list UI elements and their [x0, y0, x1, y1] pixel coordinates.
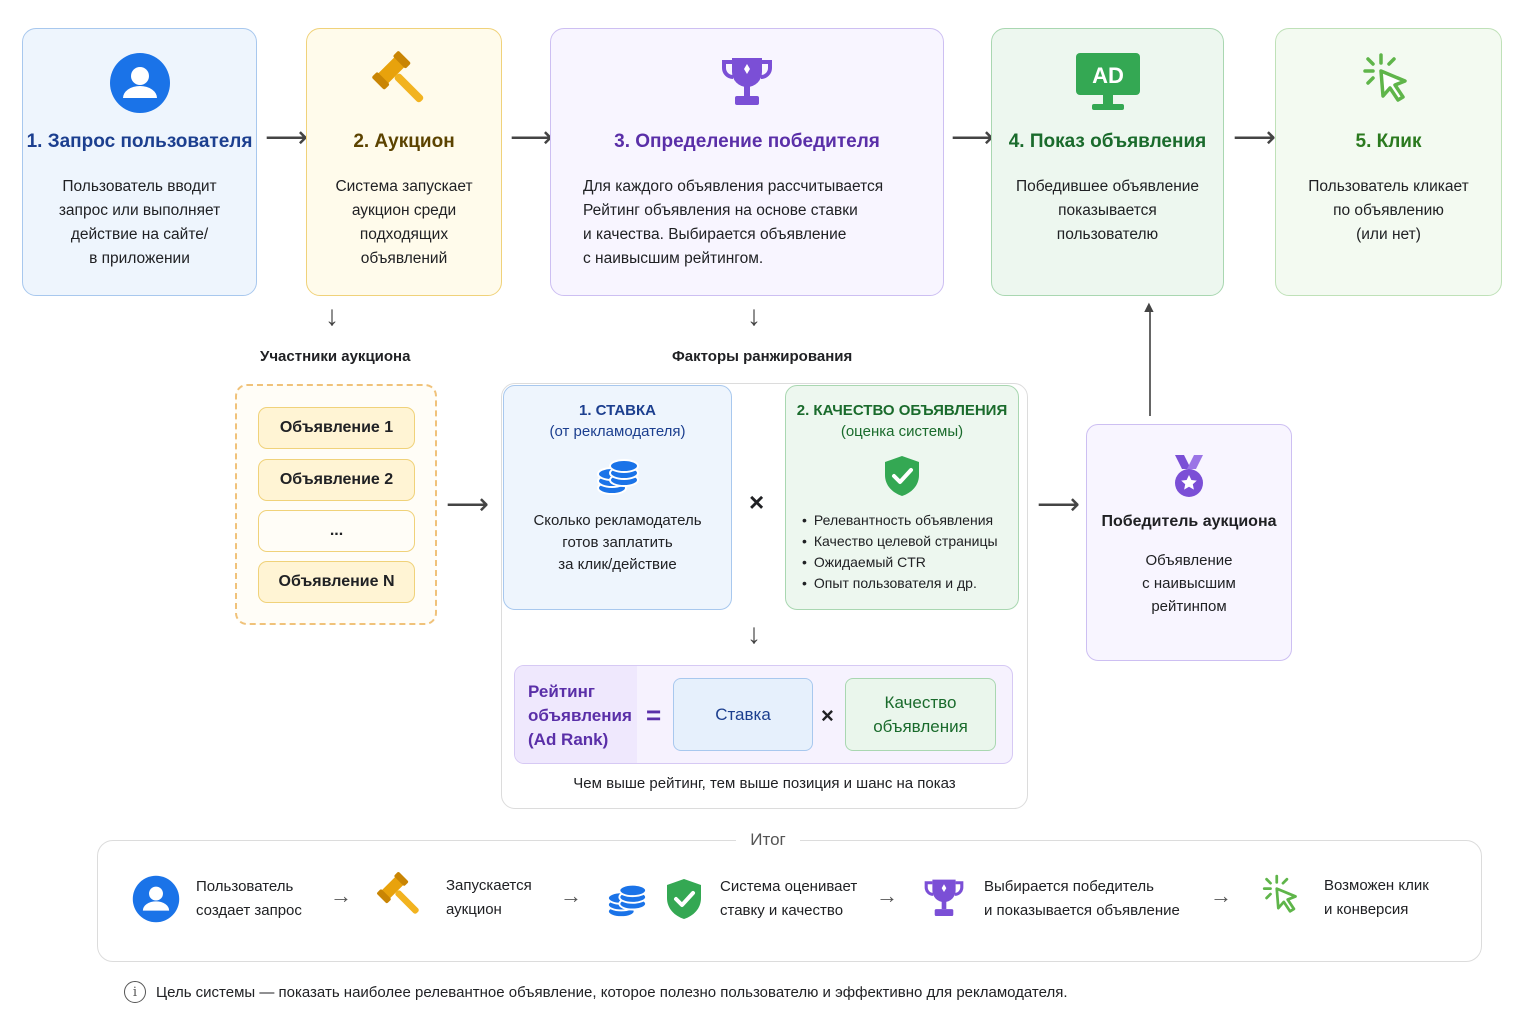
arrow-right-icon: ⟶ — [1233, 121, 1277, 154]
user-icon — [109, 51, 171, 115]
shield-check-icon — [667, 879, 701, 919]
participants-label: Участники аукциона — [260, 348, 411, 365]
multiply-sign: × — [821, 703, 834, 728]
factor-subtitle: (оценка системы) — [840, 423, 964, 440]
arrow-right-icon: ⟶ — [446, 488, 490, 521]
coins-icon — [606, 883, 648, 919]
stage-title: 1. Запрос пользователя — [26, 131, 253, 152]
summary-title: Итог — [0, 830, 1536, 850]
arrow-right-icon: → — [1210, 883, 1232, 908]
list-item: Опыт пользователя и др. — [802, 573, 1018, 594]
list-item: Релевантность объявления — [802, 510, 1018, 531]
factors-label: Факторы ранжирования — [672, 348, 853, 365]
stage-title: 3. Определение победителя — [614, 131, 880, 152]
arrow-right-icon: → — [876, 883, 898, 908]
medal-icon — [1087, 453, 1291, 499]
footnote-text: Цель системы — показать наиболее релеван… — [156, 983, 1068, 1001]
info-icon: i — [124, 981, 146, 1003]
arrow-down-icon: ↓ — [325, 300, 339, 331]
participant-item: Объявление N — [258, 561, 415, 603]
auction-participants: Объявление 1 Объявление 2 ... Объявление… — [235, 384, 437, 625]
participant-item: Объявление 1 — [258, 407, 415, 449]
trophy-icon — [716, 51, 778, 115]
multiply-sign: × — [749, 487, 765, 517]
coins-icon — [504, 454, 731, 496]
arrow-right-icon: ⟶ — [951, 121, 995, 154]
factor-title: 1. СТАВКА — [578, 402, 656, 419]
user-icon — [132, 875, 180, 923]
factor-title: 2. КАЧЕСТВО ОБЪЯВЛЕНИЯ — [796, 402, 1008, 419]
factor-bid: 1. СТАВКА (от рекламодателя) Сколько рек… — [503, 385, 732, 610]
factor-subtitle: (от рекламодателя) — [549, 423, 686, 440]
formula-note: Чем выше рейтинг, тем выше позиция и шан… — [573, 775, 956, 792]
arrow-up-icon: ▲ — [1141, 299, 1157, 316]
list-item: Качество целевой страницы — [802, 531, 1018, 552]
footnote: i Цель системы — показать наиболее релев… — [124, 981, 1068, 1003]
quality-factor-list: Релевантность объявления Качество целево… — [802, 510, 1018, 594]
arrow-right-icon: ⟶ — [1037, 488, 1081, 521]
connector-line — [1149, 312, 1151, 416]
shield-check-icon — [786, 454, 1018, 498]
stage-user-request: 1. Запрос пользователя Пользователь ввод… — [22, 28, 257, 296]
cursor-click-icon — [1357, 51, 1421, 115]
stage-ad-display: AD 4. Показ объявления Победившее объявл… — [991, 28, 1224, 296]
arrow-down-icon: ↓ — [747, 300, 761, 331]
participant-item: ... — [258, 510, 415, 552]
arrow-right-icon: → — [560, 883, 582, 908]
arrow-right-icon: → — [330, 883, 352, 908]
gavel-icon — [377, 872, 419, 914]
arrow-right-icon: ⟶ — [510, 121, 554, 154]
equals-sign: = — [646, 700, 662, 730]
list-item: Ожидаемый CTR — [802, 552, 1018, 573]
stage-title: 2. Аукцион — [353, 131, 455, 152]
factor-quality: 2. КАЧЕСТВО ОБЪЯВЛЕНИЯ (оценка системы) … — [785, 385, 1019, 610]
stage-title: 5. Клик — [1355, 131, 1422, 152]
svg-text:AD: AD — [1092, 63, 1124, 88]
cursor-click-icon — [1262, 874, 1297, 913]
stage-title: 4. Показ объявления — [1008, 131, 1207, 152]
winner-title: Победитель аукциона — [1101, 513, 1277, 530]
trophy-icon — [924, 879, 964, 917]
gavel-icon — [371, 51, 437, 115]
participant-item: Объявление 2 — [258, 459, 415, 501]
ad-monitor-icon: AD — [1074, 51, 1142, 115]
arrow-down-icon: ↓ — [747, 618, 761, 649]
arrow-right-icon: ⟶ — [265, 121, 309, 154]
formula-bid: Ставка — [673, 678, 813, 751]
stage-winner-determination: 3. Определение победителя Для каждого об… — [550, 28, 944, 296]
